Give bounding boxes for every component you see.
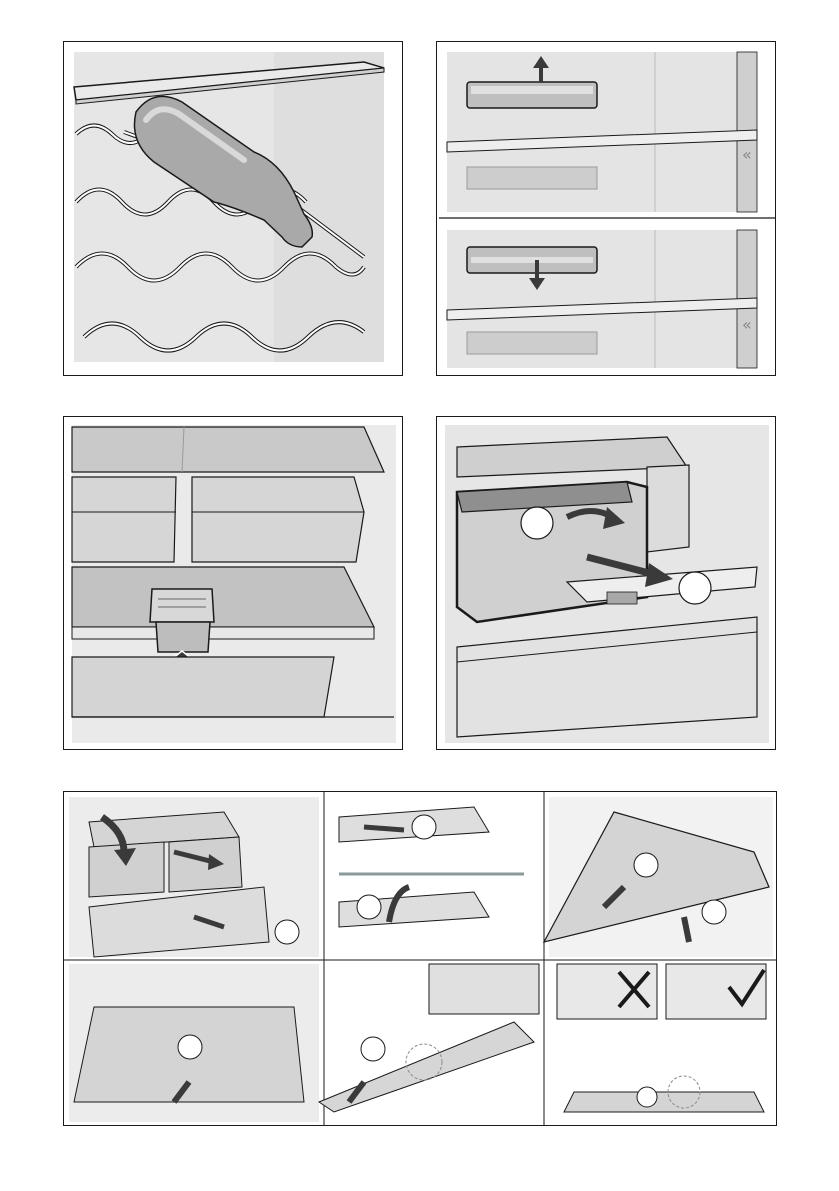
shelf-sequence-illustration — [64, 792, 777, 1126]
callout-circle-g — [361, 1037, 385, 1061]
figure-wine-rack — [63, 41, 403, 376]
callout-circle-a — [275, 920, 299, 944]
callout-circle-b — [412, 815, 436, 839]
callout-circle-d — [634, 853, 658, 877]
callout-circle-e — [702, 900, 726, 924]
shelf-insert-illustration — [64, 417, 403, 750]
callout-circle-c — [357, 895, 381, 919]
svg-text:«: « — [742, 145, 752, 164]
svg-text:«: « — [742, 315, 752, 334]
figure-shelf-insert-lift — [63, 416, 403, 750]
drawer-removal-illustration — [437, 417, 776, 750]
callout-circle-2 — [679, 572, 711, 604]
figure-glass-shelf-removal-sequence — [63, 791, 777, 1126]
wine-rack-illustration — [64, 42, 403, 376]
door-rack-illustration: « « — [437, 42, 776, 376]
figure-door-rack-height: « « — [436, 41, 776, 376]
figure-drawer-removal — [436, 416, 776, 750]
callout-circle-1 — [521, 507, 553, 539]
callout-circle-f — [178, 1035, 202, 1059]
callout-circle-h — [637, 1087, 657, 1107]
